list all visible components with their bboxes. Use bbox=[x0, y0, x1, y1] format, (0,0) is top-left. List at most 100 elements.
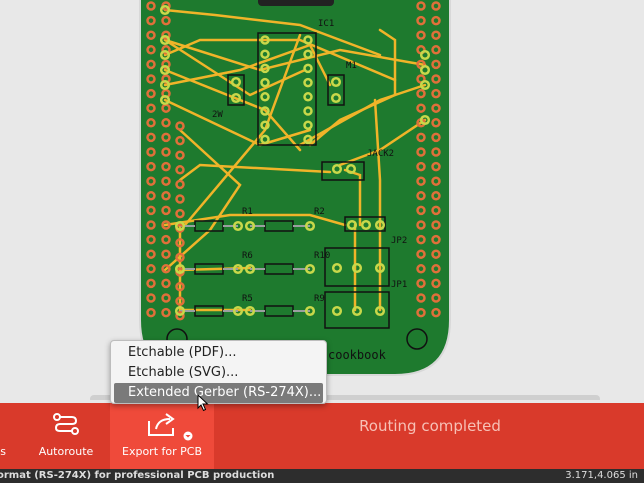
label-r5: R5 bbox=[242, 294, 253, 304]
menu-item-etchable-pdf[interactable]: Etchable (PDF)... bbox=[128, 345, 237, 360]
header-pad bbox=[146, 161, 156, 172]
header-pad bbox=[175, 311, 185, 321]
component-pad bbox=[244, 263, 256, 275]
header-pad bbox=[161, 118, 171, 128]
label-m1: M1 bbox=[346, 61, 357, 71]
export-label: Export for PCB bbox=[122, 445, 202, 458]
ic-pad bbox=[260, 120, 270, 130]
header-pad bbox=[161, 191, 171, 201]
header-pad bbox=[161, 220, 171, 230]
label-jp1: JP1 bbox=[391, 280, 407, 290]
header-pad bbox=[416, 132, 426, 143]
component-pad bbox=[232, 305, 244, 317]
header-pad bbox=[175, 238, 185, 248]
header-pad bbox=[431, 118, 441, 128]
header-pad bbox=[431, 147, 441, 157]
component-pad bbox=[174, 220, 186, 232]
component-pad bbox=[331, 262, 343, 274]
header-pad bbox=[175, 179, 185, 190]
autoroute-label: Autoroute bbox=[38, 445, 94, 458]
header-pad bbox=[161, 293, 171, 303]
mouse-pointer-icon bbox=[197, 394, 209, 412]
header-pad bbox=[161, 59, 171, 70]
header-pad bbox=[431, 205, 441, 216]
ic-pad bbox=[260, 134, 270, 145]
export-for-pcb-button[interactable]: Export for PCB bbox=[110, 403, 214, 469]
header-pad bbox=[146, 249, 156, 259]
ic-pad bbox=[260, 63, 270, 74]
header-pad bbox=[416, 234, 426, 245]
header-pad bbox=[175, 135, 185, 146]
header-pad bbox=[416, 205, 426, 216]
component-pad bbox=[174, 263, 186, 275]
dropdown-chevron-icon[interactable] bbox=[183, 431, 193, 441]
header-pad bbox=[431, 191, 441, 201]
ic-pad bbox=[303, 49, 313, 59]
header-pad bbox=[146, 147, 156, 157]
share-button[interactable]: s bbox=[0, 403, 8, 469]
header-pad bbox=[146, 191, 156, 201]
header-pad bbox=[175, 165, 185, 175]
header-pad bbox=[161, 234, 171, 245]
header-pad bbox=[431, 249, 441, 259]
header-pad bbox=[431, 30, 441, 40]
header-pad bbox=[146, 234, 156, 245]
component-pad bbox=[244, 220, 256, 232]
component-pad bbox=[351, 305, 363, 317]
component-pad bbox=[331, 163, 343, 175]
component-pad bbox=[304, 220, 316, 232]
ic-pad bbox=[303, 35, 313, 45]
header-pad bbox=[416, 30, 426, 40]
component-pad bbox=[159, 94, 171, 106]
header-pad bbox=[431, 132, 441, 143]
label-jack2: JACK2 bbox=[367, 149, 394, 159]
menu-item-extended-gerber[interactable]: Extended Gerber (RS-274X)... bbox=[114, 383, 323, 403]
component-pad bbox=[230, 92, 242, 104]
header-pad bbox=[146, 59, 156, 70]
header-pad bbox=[416, 220, 426, 230]
pcb-canvas[interactable]: IC1 M1 2W JACK2 R1 R2 R6 R10 R5 R9 JP2 J… bbox=[0, 0, 644, 400]
horizontal-scrollbar[interactable] bbox=[90, 395, 600, 400]
label-ic1: IC1 bbox=[318, 19, 334, 29]
component-pad bbox=[351, 262, 363, 274]
label-r9: R9 bbox=[314, 294, 325, 304]
header-pad bbox=[146, 30, 156, 40]
component-pad bbox=[360, 219, 372, 231]
header-pad bbox=[175, 252, 185, 263]
status-bar-text: ormat (RS-274X) for professional PCB pro… bbox=[0, 470, 275, 481]
header-pad bbox=[146, 1, 156, 11]
header-pads bbox=[146, 1, 441, 321]
component-pad bbox=[419, 64, 431, 76]
header-pad bbox=[416, 264, 426, 274]
header-pad bbox=[431, 1, 441, 11]
ic-pad bbox=[303, 77, 313, 88]
pcb-board-view[interactable]: IC1 M1 2W JACK2 R1 R2 R6 R10 R5 R9 JP2 J… bbox=[0, 0, 644, 400]
header-pad bbox=[161, 161, 171, 172]
header-pad bbox=[175, 296, 185, 306]
label-r6: R6 bbox=[242, 251, 253, 261]
header-pad bbox=[161, 15, 171, 26]
ic-pad bbox=[260, 92, 270, 102]
header-pad bbox=[146, 220, 156, 230]
header-pad bbox=[146, 103, 156, 113]
header-pad bbox=[146, 264, 156, 274]
header-pad bbox=[146, 118, 156, 128]
label-2w: 2W bbox=[212, 110, 223, 120]
header-pad bbox=[431, 234, 441, 245]
header-pad bbox=[161, 132, 171, 143]
header-pad bbox=[161, 147, 171, 157]
header-pad bbox=[416, 88, 426, 99]
component-pad bbox=[159, 49, 171, 61]
header-pad bbox=[416, 1, 426, 11]
menu-item-etchable-svg[interactable]: Etchable (SVG)... bbox=[128, 365, 239, 380]
component-pad bbox=[374, 262, 386, 274]
header-pad bbox=[416, 293, 426, 303]
component-pad bbox=[159, 34, 171, 46]
header-pad bbox=[146, 45, 156, 55]
autoroute-button[interactable]: Autoroute bbox=[30, 403, 102, 469]
component-pad bbox=[159, 79, 171, 91]
component-pad bbox=[304, 263, 316, 275]
component-pad bbox=[419, 49, 431, 61]
header-pad bbox=[416, 15, 426, 26]
ic-pad bbox=[303, 92, 313, 102]
